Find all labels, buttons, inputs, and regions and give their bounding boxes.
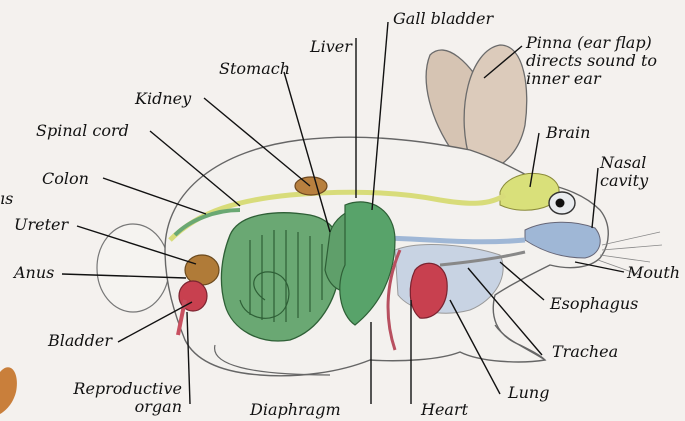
label-stomach: Stomach (219, 60, 290, 78)
label-diaphragm: Diaphragm (250, 401, 341, 419)
label-kidney: Kidney (135, 90, 191, 108)
label-partial-left: ıs (0, 190, 13, 208)
label-pinna: Pinna (ear flap) directs sound to inner … (526, 34, 685, 88)
label-liver: Liver (310, 38, 352, 56)
label-esophagus: Esophagus (550, 295, 638, 313)
label-brain: Brain (546, 124, 590, 142)
label-anus: Anus (14, 264, 54, 282)
label-trachea: Trachea (552, 343, 618, 361)
label-lung: Lung (508, 384, 549, 402)
label-heart: Heart (421, 401, 468, 419)
anus-sphincter (185, 255, 219, 285)
decorative-leaf (0, 367, 17, 414)
tail (97, 224, 169, 312)
kidney (295, 177, 327, 195)
label-reproductive-organ: Reproductive organ (60, 380, 182, 416)
label-bladder: Bladder (48, 332, 112, 350)
label-ureter: Ureter (14, 216, 68, 234)
label-mouth: Mouth (627, 264, 680, 282)
label-nasal-cavity: Nasal cavity (600, 154, 670, 190)
label-spinal-cord: Spinal cord (36, 122, 129, 140)
label-colon: Colon (42, 170, 89, 188)
label-gall-bladder: Gall bladder (393, 10, 493, 28)
pupil (556, 199, 565, 208)
